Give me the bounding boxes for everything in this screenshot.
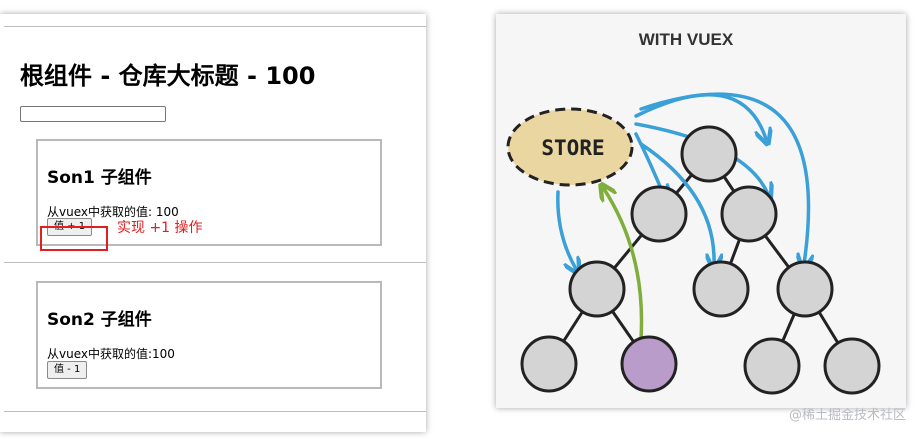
- son2-value-text: 从vuex中获取的值:100: [47, 347, 175, 361]
- tree-leaf-1: [520, 335, 578, 393]
- tree-leaf-3: [743, 337, 801, 395]
- son1-title: Son1 子组件: [47, 168, 152, 188]
- root-component-title: 根组件 - 仓库大标题 - 100: [20, 62, 316, 90]
- tree-node-left-child: [568, 260, 626, 318]
- store-label: STORE: [541, 136, 604, 160]
- son2-decrement-button[interactable]: 值 - 1: [47, 361, 88, 379]
- tree-node-root: [680, 125, 738, 183]
- diagram-title: WITH VUEX: [639, 30, 734, 49]
- increment-annotation: 实现 +1 操作: [117, 220, 203, 236]
- son2-title: Son2 子组件: [47, 310, 152, 330]
- commit-arrow: [604, 189, 644, 341]
- tree-node-left: [630, 185, 688, 243]
- tree-leaf-4: [823, 337, 881, 395]
- vuex-diagram-panel: WITH VUEX STORE: [496, 14, 906, 408]
- tree-node-right: [720, 185, 778, 243]
- tree-node-right-right-child: [776, 260, 834, 318]
- browser-page-panel: 根组件 - 仓库大标题 - 100 Son1 子组件 从vuex中获取的值: 1…: [0, 14, 426, 432]
- watermark-text: @稀土掘金技术社区: [788, 408, 906, 423]
- son1-component-box: Son1 子组件 从vuex中获取的值: 100 值 + 1: [36, 139, 382, 246]
- son2-component-box: Son2 子组件 从vuex中获取的值:100 值 - 1: [36, 281, 382, 389]
- bottom-divider: [4, 411, 426, 412]
- root-text-input[interactable]: [20, 106, 166, 122]
- tree-node-right-left-child: [692, 260, 750, 318]
- middle-divider: [4, 262, 426, 263]
- tree-nodes: [520, 125, 881, 395]
- top-divider: [4, 26, 426, 27]
- increment-highlight-box: [40, 226, 108, 251]
- tree-leaf-active: [620, 335, 678, 393]
- store-node: STORE: [506, 107, 634, 187]
- vuex-diagram: WITH VUEX STORE: [506, 30, 881, 395]
- son1-value-text: 从vuex中获取的值: 100: [47, 205, 179, 219]
